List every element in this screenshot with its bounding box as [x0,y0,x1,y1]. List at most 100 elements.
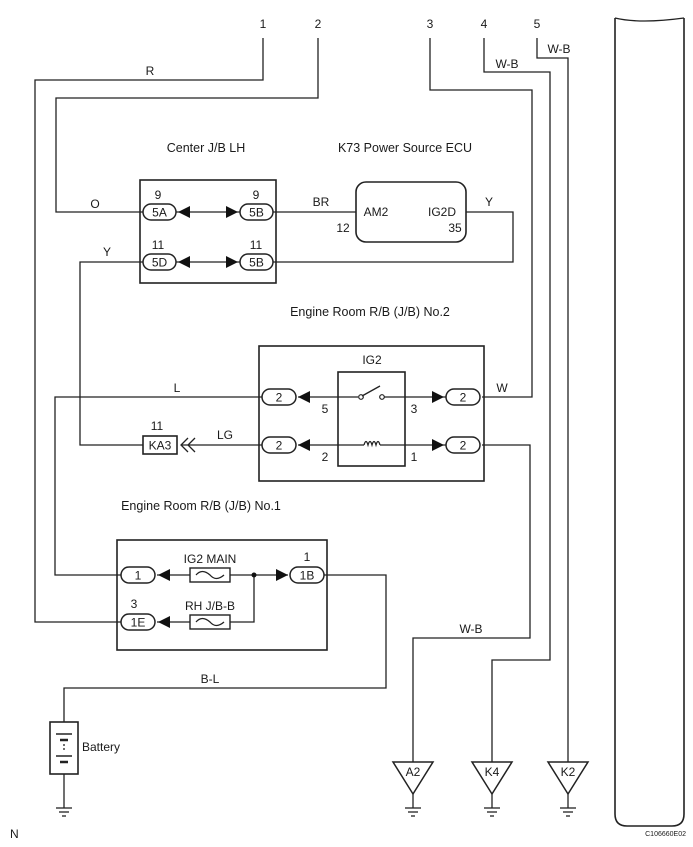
relay-switch-contact-right [379,394,385,400]
ground-k2-label: K2 [561,765,576,779]
center-jb-title: Center J/B LH [167,141,246,155]
wire-label-r: R [146,64,155,78]
rb2-connector-bottom-right [445,436,481,454]
ground-k2 [546,761,590,808]
rb2-box [258,345,485,482]
connector-5d-label: 5D [152,256,168,270]
wire-b-l [63,574,387,722]
wire-label-y-left: Y [103,245,111,259]
arrow-rb1-1 [158,569,170,581]
connector-5b-top-label: 5B [249,206,264,220]
wire-w-b4 [483,38,551,762]
rb1-box [116,539,328,651]
relay-coil [363,440,381,448]
rb2-connector-top-right [445,388,481,406]
arrow-rb1-1e [158,616,170,628]
pin-3-label: 3 [427,17,434,31]
wire-w [429,38,533,398]
arrow-rb2-tl [298,391,310,403]
arrow-rb2-bl [298,439,310,451]
arrow-rb2-tr [432,391,444,403]
connector-5a-label: 5A [152,206,167,220]
arrow-5b-top [226,206,238,218]
pin-5-label: 5 [534,17,541,31]
wire-label-l: L [174,381,181,395]
corner-label-left: N [10,827,19,841]
fuse-ig2-main-label: IG2 MAIN [184,552,237,566]
rb2-title: Engine Room R/B (J/B) No.2 [290,305,450,319]
pin-2-label: 2 [315,17,322,31]
wire-label-w-b5: W-B [547,42,570,56]
rb1-connector-1e-label: 1E [131,616,146,630]
relay-pin-3: 3 [411,402,418,416]
rb2-connector-bottom-left-label: 2 [276,439,283,453]
connector-5a [142,203,177,221]
right-frame-top [614,17,685,22]
connector-5d-pin: 11 [152,238,165,252]
splice-node [251,572,257,578]
center-jb-box [139,179,277,284]
rb1-connector-1e-pin: 3 [131,597,138,611]
arrow-5d [178,256,190,268]
arrow-5a [178,206,190,218]
rb2-connector-bottom-left [261,436,297,454]
rb2-connector-bottom-right-label: 2 [460,439,467,453]
ka3-connector [142,435,178,455]
rb1-connector-1 [120,566,156,584]
battery-label: Battery [82,740,120,754]
right-frame [614,18,685,827]
fuse-rh-jb-b-label: RH J/B-B [185,599,235,613]
wire-l [54,396,262,576]
connector-5b-top-pin: 9 [253,188,260,202]
wire-label-b-l: B-L [201,672,220,686]
rb1-connector-1-label: 1 [135,569,142,583]
battery-box [49,721,79,775]
relay-pin-1: 1 [411,450,418,464]
ground-a2-label: A2 [406,765,421,779]
rb1-connector-1b [289,566,325,584]
ecu-box [355,181,467,243]
wire-label-lg: LG [217,428,233,442]
rb2-connector-top-left [261,388,297,406]
wire-w-b-ground [412,444,531,762]
connector-5b-bottom-pin: 11 [250,238,263,252]
arrow-5b-bottom [226,256,238,268]
wire-label-w-b-ground: W-B [459,622,482,636]
rb1-connector-1b-pin: 1 [304,550,311,564]
ground-symbol-icon [56,807,576,817]
rb1-connector-1b-label: 1B [300,569,315,583]
ground-k4-label: K4 [485,765,500,779]
wire-r [34,38,264,623]
ecu-terminal-am2: AM2 [364,205,389,219]
relay-switch-blade [361,385,381,397]
wire-label-y-ecu: Y [485,195,493,209]
rb2-connector-top-right-label: 2 [460,391,467,405]
arrow-rb1-1b [276,569,288,581]
ecu-pin-35: 35 [448,221,462,235]
ka3-chevron-icon [180,437,196,453]
relay-pin-5: 5 [322,402,329,416]
relay-box [337,371,406,467]
pin-1-label: 1 [260,17,267,31]
rb2-connector-top-left-label: 2 [276,391,283,405]
ecu-terminal-ig2d: IG2D [428,205,456,219]
ecu-pin-12: 12 [336,221,350,235]
arrow-rb2-br [432,439,444,451]
connector-5a-pin: 9 [155,188,162,202]
connector-5d [142,253,177,271]
ground-a2 [391,761,435,808]
figure-code: C106660E02 [645,831,686,838]
wire-w-b5 [536,38,569,762]
wire-o [55,38,319,213]
connector-5b-top [239,203,274,221]
fuse-rh-jb-b-element [195,617,225,627]
wire-label-w-b4: W-B [495,57,518,71]
pin-4-label: 4 [481,17,488,31]
relay-pin-2: 2 [322,450,329,464]
connector-5b-bottom-label: 5B [249,256,264,270]
wire-y-ecu [272,211,514,263]
ka3-pin: 11 [151,419,164,433]
wire-y-left [79,261,143,446]
ground-k4 [470,761,514,808]
